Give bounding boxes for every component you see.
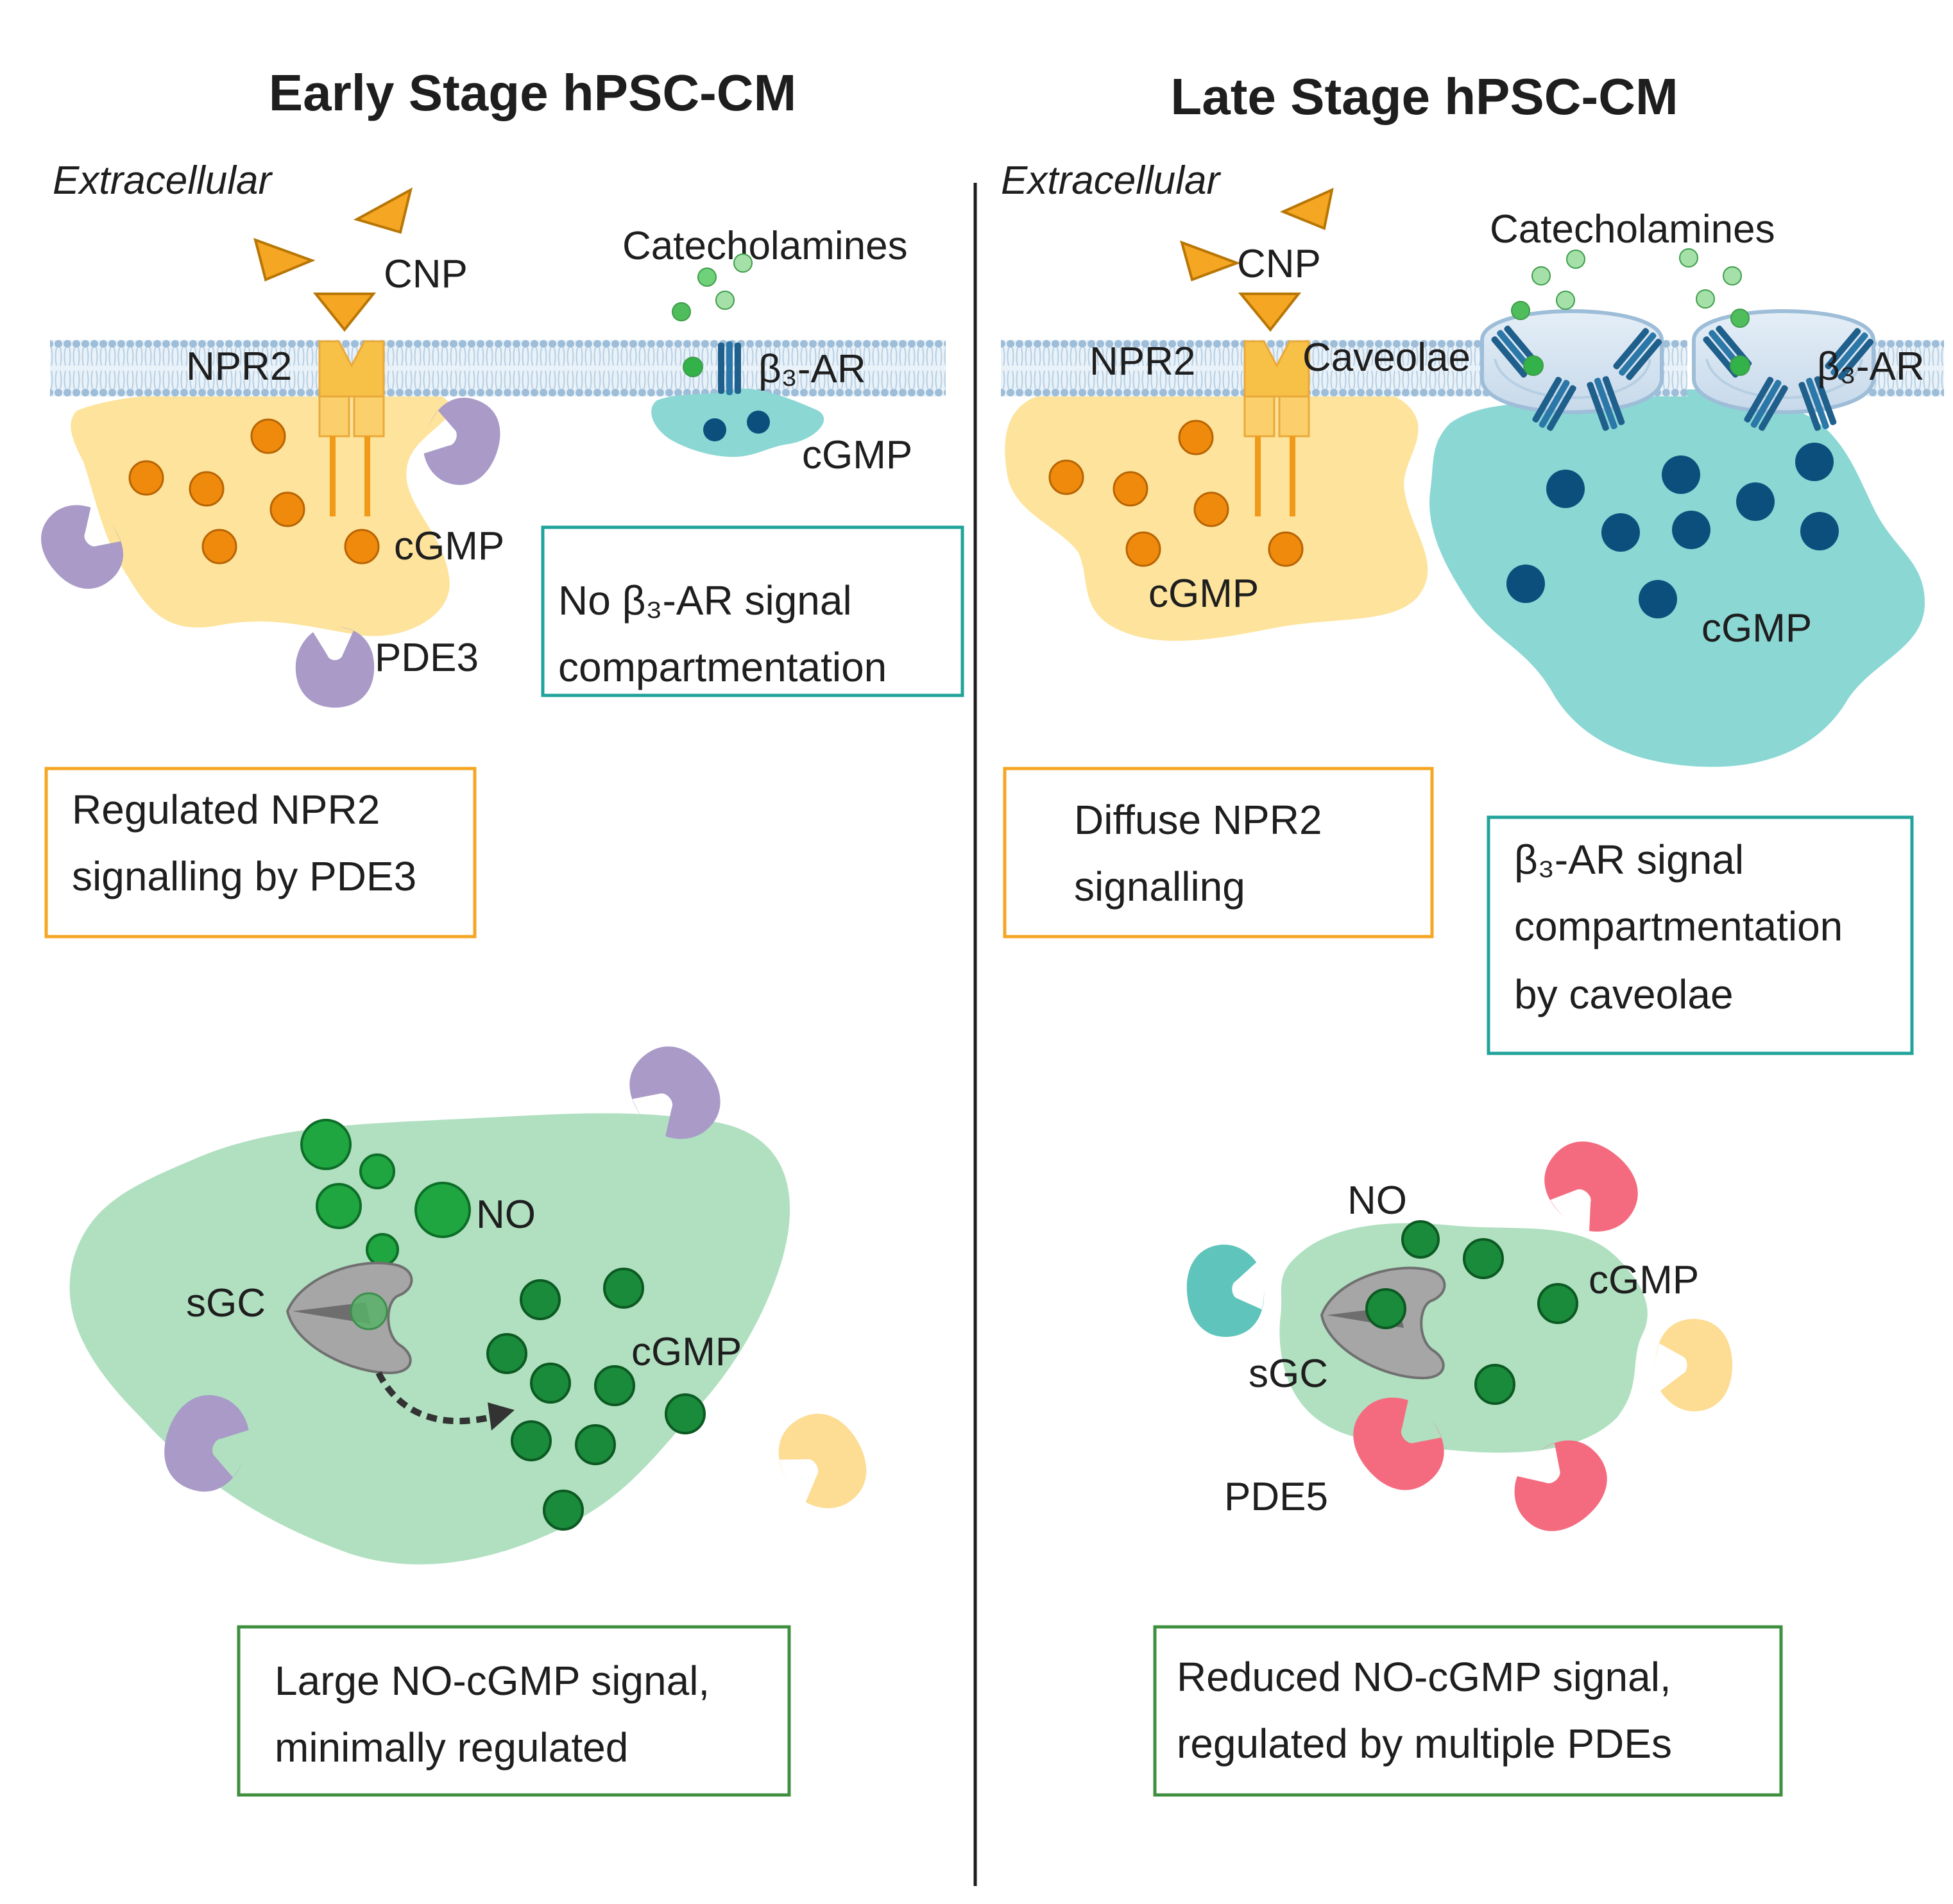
late-npr2-box <box>1003 767 1434 939</box>
late-b3ar-box <box>1487 815 1914 1055</box>
early-b3ar-cgmp-molecules <box>703 411 770 441</box>
late-b3ar-cgmp-pool <box>1429 389 1925 767</box>
early-catecholamines-label: Catecholamines <box>622 224 908 268</box>
late-cnp-ligand <box>1180 240 1241 282</box>
early-no-molecules <box>300 1119 471 1266</box>
early-npr2-label: NPR2 <box>186 344 292 389</box>
late-npr2-label: NPR2 <box>1089 339 1195 384</box>
late-cnp-ligand <box>1238 293 1302 332</box>
late-no-box-line2: regulated by multiple PDEs <box>1177 1721 1672 1767</box>
early-b3ar-cgmp-pool <box>651 388 824 457</box>
early-cell-membrane <box>50 340 946 396</box>
late-b3ar-cgmp-label: cGMP <box>1701 606 1812 650</box>
early-catecholamine-molecules <box>672 253 753 377</box>
early-npr2-cgmp-molecules <box>128 418 380 565</box>
early-no-box-line1: Large NO-cGMP signal, <box>275 1658 710 1704</box>
late-pde-yellow-enzyme <box>1655 1319 1732 1411</box>
early-no-box <box>237 1625 791 1797</box>
late-cnp-ligand <box>1279 187 1334 230</box>
early-sgc-enzyme <box>286 1261 413 1375</box>
early-cnp-ligand <box>353 187 413 234</box>
late-npr2-cgmp-molecules <box>1048 420 1304 567</box>
early-cnp-ligand <box>253 237 316 282</box>
late-cnp-label: CNP <box>1237 242 1321 286</box>
late-b3ar-box-line3: by caveolae <box>1514 971 1734 1017</box>
early-cnp-label: CNP <box>384 252 468 296</box>
early-b3ar-box <box>541 525 964 697</box>
early-pde3-label: PDE3 <box>375 636 479 680</box>
late-caveolae-label: Caveolae <box>1302 336 1471 380</box>
early-sgc-arrowhead <box>488 1402 515 1431</box>
early-b3ar-box-line1: No β₃-AR signal <box>558 577 852 624</box>
late-catecholamine-molecules <box>1511 248 1750 376</box>
late-no-cgmp-molecules <box>1401 1220 1578 1405</box>
late-no-box-line1: Reduced NO-cGMP signal, <box>1177 1654 1671 1700</box>
early-npr2-box-line1: Regulated NPR2 <box>72 786 380 833</box>
early-npr2-cgmp-pool <box>71 385 451 636</box>
late-extracellular-label: Extracellular <box>1001 158 1221 203</box>
early-npr2-receptor <box>318 340 385 516</box>
early-panel: Extracellular CNP NPR2 cGMP <box>26 158 964 1797</box>
late-b3ar-cgmp-molecules <box>1506 443 1839 618</box>
late-caveola <box>1480 309 1664 414</box>
late-sgc-label: sGC <box>1249 1352 1328 1396</box>
late-pde-teal-enzyme <box>1182 1241 1268 1340</box>
late-cell-membrane <box>1867 340 1944 396</box>
late-npr2-receptor <box>1243 340 1310 516</box>
early-no-cgmp-molecules <box>486 1268 706 1531</box>
early-extracellular-label: Extracellular <box>53 158 273 203</box>
early-no-cgmp-label: cGMP <box>631 1330 742 1374</box>
late-pde5-label: PDE5 <box>1224 1475 1328 1519</box>
early-stage-title: Early Stage hPSC-CM <box>269 64 796 121</box>
late-panel: Extracellular <box>1001 158 1944 1797</box>
late-npr2-box-line1: Diffuse NPR2 <box>1074 797 1322 843</box>
late-sgc-enzyme <box>1320 1266 1446 1380</box>
early-npr2-box <box>44 767 477 939</box>
late-no-box <box>1153 1625 1783 1797</box>
late-no-label: NO <box>1347 1178 1407 1223</box>
late-no-cgmp-label: cGMP <box>1589 1258 1699 1302</box>
early-npr2-box-line2: signalling by PDE3 <box>72 853 416 899</box>
late-catecholamines-label: Catecholamines <box>1490 207 1775 251</box>
early-cnp-ligand <box>312 293 377 332</box>
early-sgc-label: sGC <box>186 1281 266 1325</box>
early-b3ar-box-line2: compartmentation <box>558 644 887 690</box>
late-npr2-cgmp-label: cGMP <box>1148 572 1259 616</box>
late-stage-title: Late Stage hPSC-CM <box>1170 68 1678 125</box>
late-b3ar-box-line1: β₃-AR signal <box>1514 837 1744 883</box>
early-b3ar-cgmp-label: cGMP <box>802 433 912 477</box>
early-no-label: NO <box>476 1193 536 1237</box>
late-b3ar-label: β₃-AR <box>1817 344 1925 389</box>
early-npr2-cgmp-label: cGMP <box>394 524 504 568</box>
early-no-box-line2: minimally regulated <box>275 1724 628 1771</box>
early-b3ar-label: β₃-AR <box>758 347 866 391</box>
late-npr2-box-line2: signalling <box>1074 863 1245 910</box>
late-b3ar-box-line2: compartmentation <box>1514 903 1843 949</box>
early-b3ar-receptor <box>718 341 741 395</box>
